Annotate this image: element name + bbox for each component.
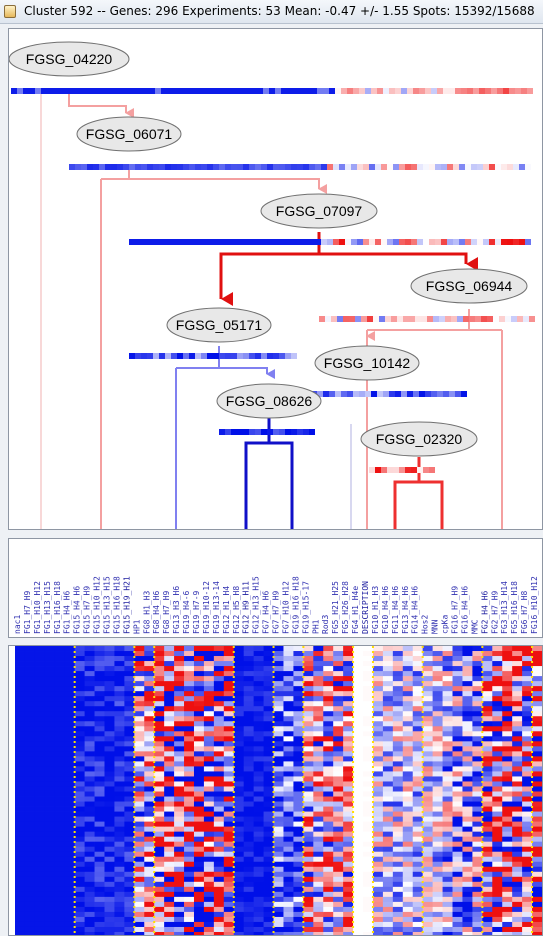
column-label: MMC <box>470 619 479 634</box>
column-label: FG14_H4_H6 <box>411 586 420 634</box>
column-label: FG11_H4_H6 <box>391 586 400 634</box>
column-label: FG2_H7_H9 <box>490 590 499 634</box>
column-label: FG12_H5_H8 <box>232 586 241 634</box>
tree-node[interactable]: FGSG_06944 <box>410 268 528 304</box>
column-label: FG1_H16_H18 <box>53 581 62 634</box>
column-label: FG12_H9_H11 <box>242 581 251 634</box>
column-label: FG16_H10_H12 <box>530 576 539 634</box>
column-label: FG8_H7_H9 <box>162 590 171 634</box>
tree-connectors <box>40 93 503 529</box>
column-label: FG15_H7_H9 <box>83 586 92 634</box>
gene-node-label: FGSG_06071 <box>86 126 173 142</box>
gene-node-label: FGSG_07097 <box>276 203 363 219</box>
column-label: FG10_H1_H3 <box>371 586 380 634</box>
column-label: FG1_H4_H6 <box>63 590 72 634</box>
node-ellipse <box>9 41 130 77</box>
column-label: FG13_H4_H6 <box>401 586 410 634</box>
node-ellipse <box>314 345 420 381</box>
window-title: Cluster 592 -- Genes: 296 Experiments: 5… <box>24 4 535 18</box>
tree-node[interactable]: FGSG_02320 <box>360 421 478 457</box>
column-label: FG7_H7_H9 <box>272 590 281 634</box>
column-label: FG19_H13-14 <box>212 581 221 634</box>
column-label: cpKa <box>441 615 450 634</box>
column-label: FG7_H4_H6 <box>262 590 271 634</box>
column-label: FG6_H7_H8 <box>520 590 529 634</box>
title-bar: Cluster 592 -- Genes: 296 Experiments: 5… <box>0 0 543 24</box>
column-label: FG16_H4_H6 <box>460 586 469 634</box>
heatmap-panel[interactable] <box>8 645 543 936</box>
gene-node-label: FGSG_10142 <box>324 355 411 371</box>
column-label: FG8_H1_H3 <box>142 590 151 634</box>
column-label: FG15_H4_H6 <box>73 586 82 634</box>
node-ellipse <box>166 307 272 343</box>
gene-node-label: FGSG_06944 <box>426 278 513 294</box>
tree-node[interactable]: FGSG_06071 <box>76 116 182 152</box>
column-label: FG15_H10_H12 <box>93 576 102 634</box>
column-label: FG10_H4_H6 <box>381 586 390 634</box>
column-label: FG8_H4_H6 <box>152 590 161 634</box>
column-label: FG19_H7-9 <box>192 590 201 634</box>
column-label: HP1 <box>132 619 141 634</box>
node-ellipse <box>76 116 182 152</box>
tree-node[interactable]: FGSG_08626 <box>216 383 322 419</box>
column-label: FG5_H16_H18 <box>510 581 519 634</box>
expression-heatmap[interactable] <box>9 646 543 936</box>
node-ellipse <box>410 268 528 304</box>
column-label: nac1 <box>13 615 22 634</box>
tree-node[interactable]: FGSG_04220 <box>9 41 130 77</box>
column-label: Hos2 <box>421 615 430 634</box>
column-label: FG12_H1_H4 <box>222 586 231 634</box>
column-label: FG19_H4-6 <box>182 590 191 634</box>
column-label: DESCRIPTION <box>361 581 370 634</box>
column-label: FG2_H4_H6 <box>480 590 489 634</box>
node-ellipse <box>216 383 322 419</box>
column-label: FG12_H13_H15 <box>252 576 261 634</box>
expression-profile-bars <box>11 88 535 473</box>
tree-node[interactable]: FGSG_05171 <box>166 307 272 343</box>
column-label: FG1_H13_H15 <box>43 581 52 634</box>
gene-node-label: FGSG_08626 <box>226 393 313 409</box>
column-label: FG16_H7_H9 <box>451 586 460 634</box>
column-label: FG1_H7_H9 <box>23 590 32 634</box>
java-app-icon <box>4 5 16 18</box>
column-label: FG19_H16_H18 <box>291 576 300 634</box>
column-label: FG13_H3_H6 <box>172 586 181 634</box>
column-label: PH1 <box>311 619 320 634</box>
column-label: Rod3 <box>321 615 330 634</box>
column-label: FG1_H10_H12 <box>33 581 42 634</box>
column-label: FG5_H21_H25 <box>331 581 340 634</box>
column-label: FG19_H10-12 <box>202 581 211 634</box>
node-ellipse <box>260 193 378 229</box>
tree-node[interactable]: FGSG_07097 <box>260 193 378 229</box>
gene-tree-view[interactable]: FGSG_04220FGSG_06071FGSG_07097FGSG_06944… <box>9 29 543 530</box>
gene-node-label: FGSG_02320 <box>376 431 463 447</box>
column-label: FG7_H10_H12 <box>281 581 290 634</box>
column-label: FG15_H16_H18 <box>112 576 121 634</box>
column-label: FG4_H1_H4e <box>351 586 360 634</box>
column-label: FG15_H19_H21 <box>122 576 131 634</box>
column-label: FG5_H26_H28 <box>341 581 350 634</box>
column-label: FG19_H15-17 <box>301 581 310 634</box>
gene-node-label: FGSG_04220 <box>26 51 113 67</box>
node-ellipse <box>360 421 478 457</box>
tree-node[interactable]: FGSG_10142 <box>314 345 420 381</box>
column-label: FG3_H13_H14 <box>500 581 509 634</box>
column-label: FG15_H13_H15 <box>102 576 111 634</box>
column-label: MNN <box>431 619 440 634</box>
gene-node-label: FGSG_05171 <box>176 317 263 333</box>
